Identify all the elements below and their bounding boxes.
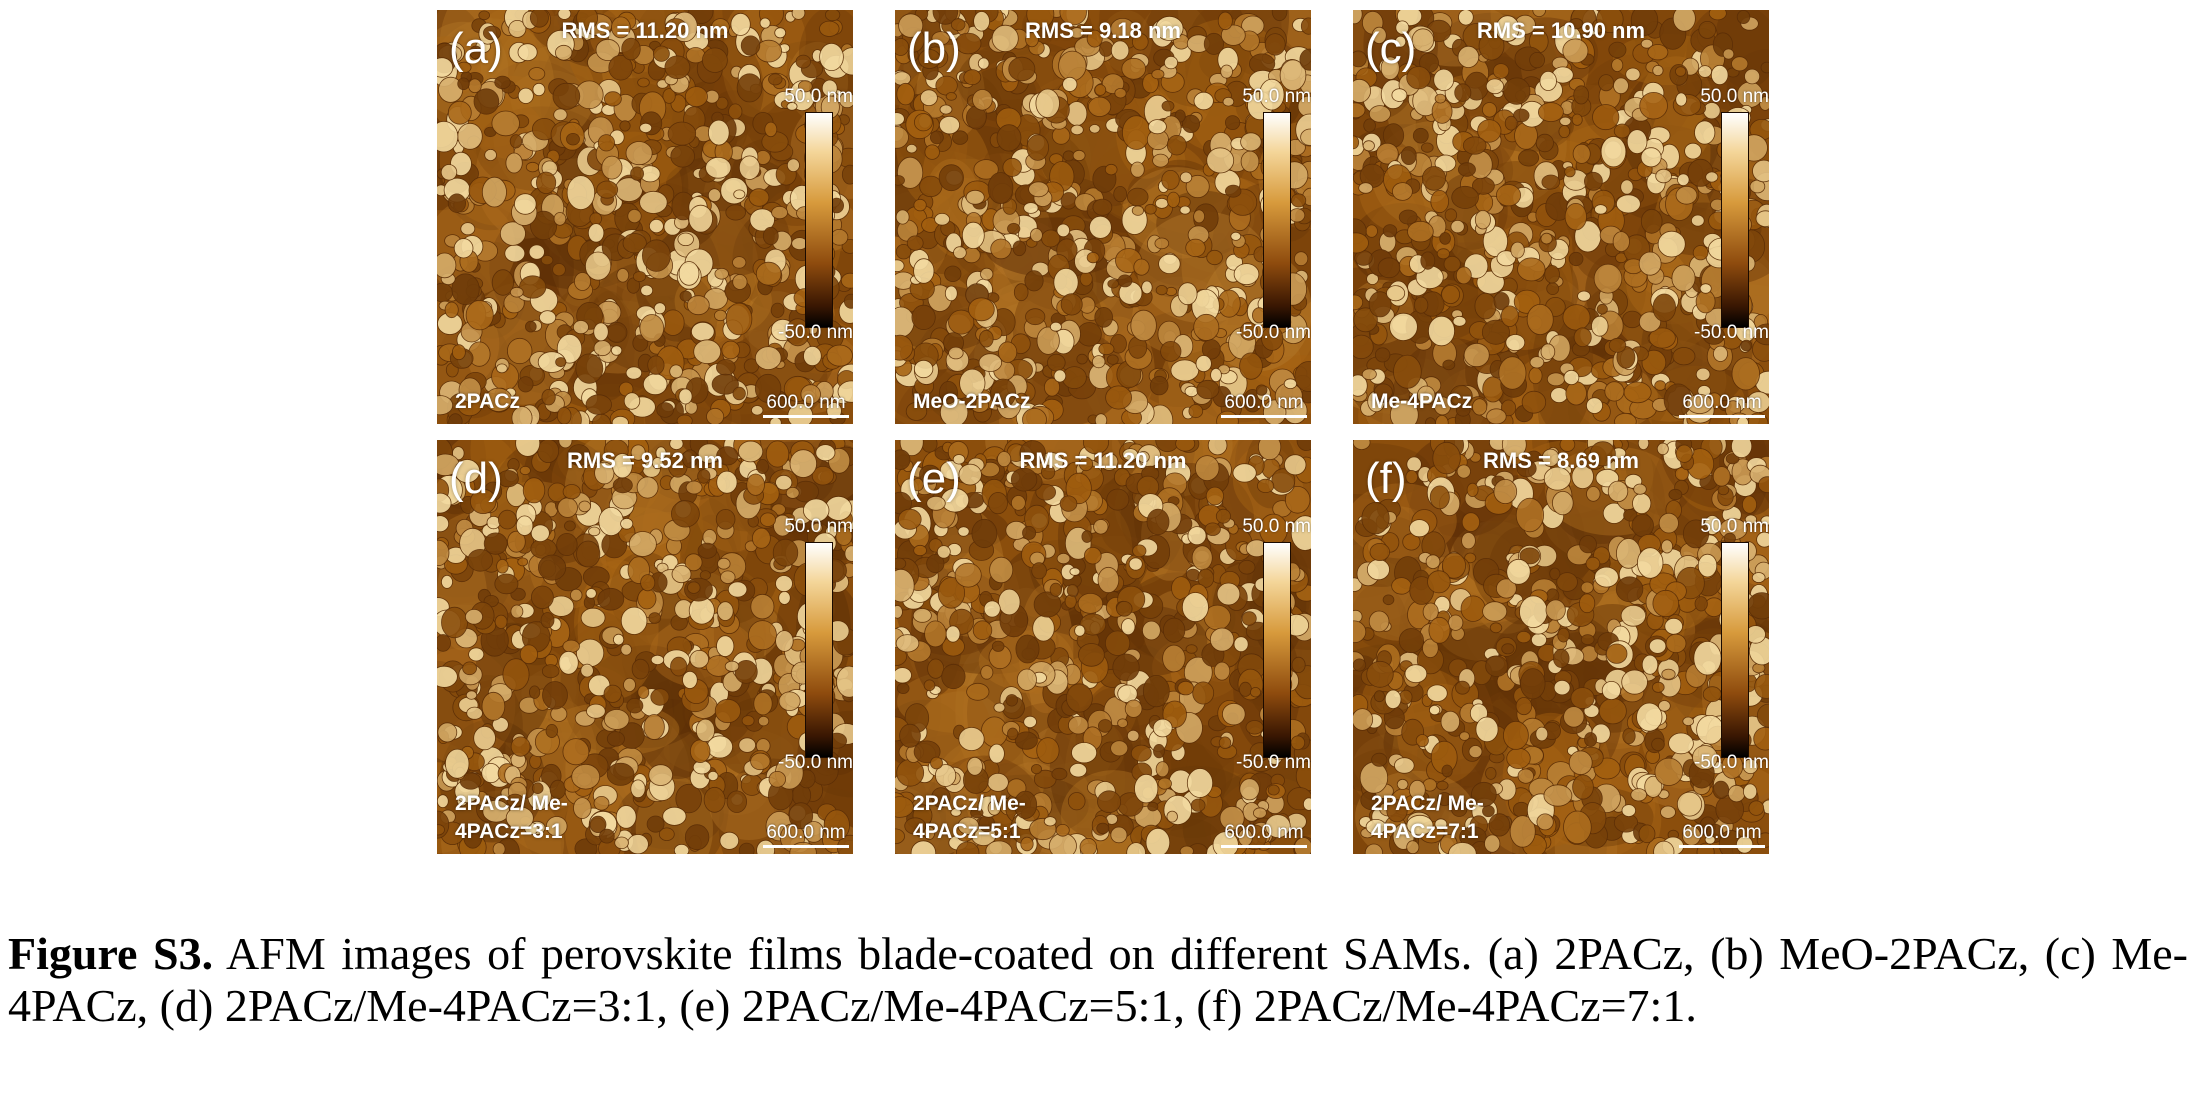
scale-bar: 600.0 nm	[1679, 392, 1765, 418]
scale-bar-label: 600.0 nm	[1682, 822, 1762, 843]
panel-letter: (d)	[449, 454, 503, 503]
scale-bar: 600.0 nm	[1679, 822, 1765, 848]
colorbar-min-label: -50.0 nm	[1694, 322, 1769, 343]
colorbar-max-label: 50.0 nm	[1700, 516, 1769, 537]
afm-texture	[437, 440, 853, 854]
scale-bar: 600.0 nm	[1221, 822, 1307, 848]
panel-letter: (a)	[449, 24, 503, 73]
colorbar	[1263, 112, 1291, 328]
scale-bar-line	[763, 415, 849, 418]
colorbar-max-label: 50.0 nm	[784, 86, 853, 107]
colorbar-max-label: 50.0 nm	[784, 516, 853, 537]
colorbar	[1721, 542, 1749, 758]
scale-bar-label: 600.0 nm	[1682, 392, 1762, 413]
afm-texture	[895, 440, 1311, 854]
colorbar-max-label: 50.0 nm	[1242, 86, 1311, 107]
colorbar-max-label: 50.0 nm	[1700, 86, 1769, 107]
sample-label: MeO-2PACz	[913, 390, 1031, 413]
afm-texture	[1353, 10, 1769, 424]
rms-value: RMS = 10.90 nm	[1476, 18, 1646, 43]
scale-bar: 600.0 nm	[763, 822, 849, 848]
scale-bar: 600.0 nm	[1221, 392, 1307, 418]
scale-bar-label: 600.0 nm	[1224, 822, 1304, 843]
sample-label: 2PACz/ Me-4PACz=7:1	[1371, 792, 1484, 843]
rms-value: RMS = 11.20 nm	[1019, 448, 1187, 473]
afm-panel-d: (d) RMS = 9.52 nm 50.0 nm -50.0 nm 2PACz…	[437, 440, 853, 854]
rms-value: RMS = 11.20 nm	[561, 18, 729, 43]
afm-panel-c: (c) RMS = 10.90 nm 50.0 nm -50.0 nm Me-4…	[1353, 10, 1769, 424]
panel-letter: (c)	[1365, 24, 1417, 73]
rms-value: RMS = 8.69 nm	[1483, 448, 1639, 473]
scale-bar-line	[1221, 415, 1307, 418]
figure-caption: Figure S3. AFM images of perovskite film…	[8, 928, 2188, 1032]
panel-letter: (b)	[907, 24, 961, 73]
colorbar-min-label: -50.0 nm	[778, 752, 853, 773]
sample-label: 2PACz/ Me-4PACz=3:1	[455, 792, 568, 843]
afm-panel-b: (b) RMS = 9.18 nm 50.0 nm -50.0 nm MeO-2…	[895, 10, 1311, 424]
scale-bar: 600.0 nm	[763, 392, 849, 418]
afm-panel-a: (a) RMS = 11.20 nm 50.0 nm -50.0 nm 2PAC…	[437, 10, 853, 424]
caption-text: AFM images of perovskite films blade-coa…	[8, 928, 2188, 1031]
sample-label: 2PACz	[455, 390, 520, 413]
scale-bar-label: 600.0 nm	[1224, 392, 1304, 413]
colorbar-min-label: -50.0 nm	[778, 322, 853, 343]
afm-panel-f: (f) RMS = 8.69 nm 50.0 nm -50.0 nm 2PACz…	[1353, 440, 1769, 854]
panel-letter: (e)	[907, 454, 961, 503]
colorbar	[1263, 542, 1291, 758]
sample-label: Me-4PACz	[1371, 390, 1473, 413]
colorbar-min-label: -50.0 nm	[1694, 752, 1769, 773]
scale-bar-line	[1679, 415, 1765, 418]
afm-texture	[895, 10, 1311, 424]
rms-value: RMS = 9.52 nm	[567, 448, 723, 473]
afm-panel-e: (e) RMS = 11.20 nm 50.0 nm -50.0 nm 2PAC…	[895, 440, 1311, 854]
rms-value: RMS = 9.18 nm	[1025, 18, 1181, 43]
scale-bar-line	[1221, 845, 1307, 848]
sample-label: 2PACz/ Me-4PACz=5:1	[913, 792, 1026, 843]
colorbar	[1721, 112, 1749, 328]
colorbar-min-label: -50.0 nm	[1236, 322, 1311, 343]
scale-bar-label: 600.0 nm	[766, 822, 846, 843]
caption-lead: Figure S3.	[8, 928, 214, 979]
scale-bar-label: 600.0 nm	[766, 392, 846, 413]
colorbar-max-label: 50.0 nm	[1242, 516, 1311, 537]
colorbar	[805, 112, 833, 328]
colorbar-min-label: -50.0 nm	[1236, 752, 1311, 773]
scale-bar-line	[763, 845, 849, 848]
afm-texture	[437, 10, 853, 424]
colorbar	[805, 542, 833, 758]
panel-letter: (f)	[1365, 454, 1407, 503]
scale-bar-line	[1679, 845, 1765, 848]
